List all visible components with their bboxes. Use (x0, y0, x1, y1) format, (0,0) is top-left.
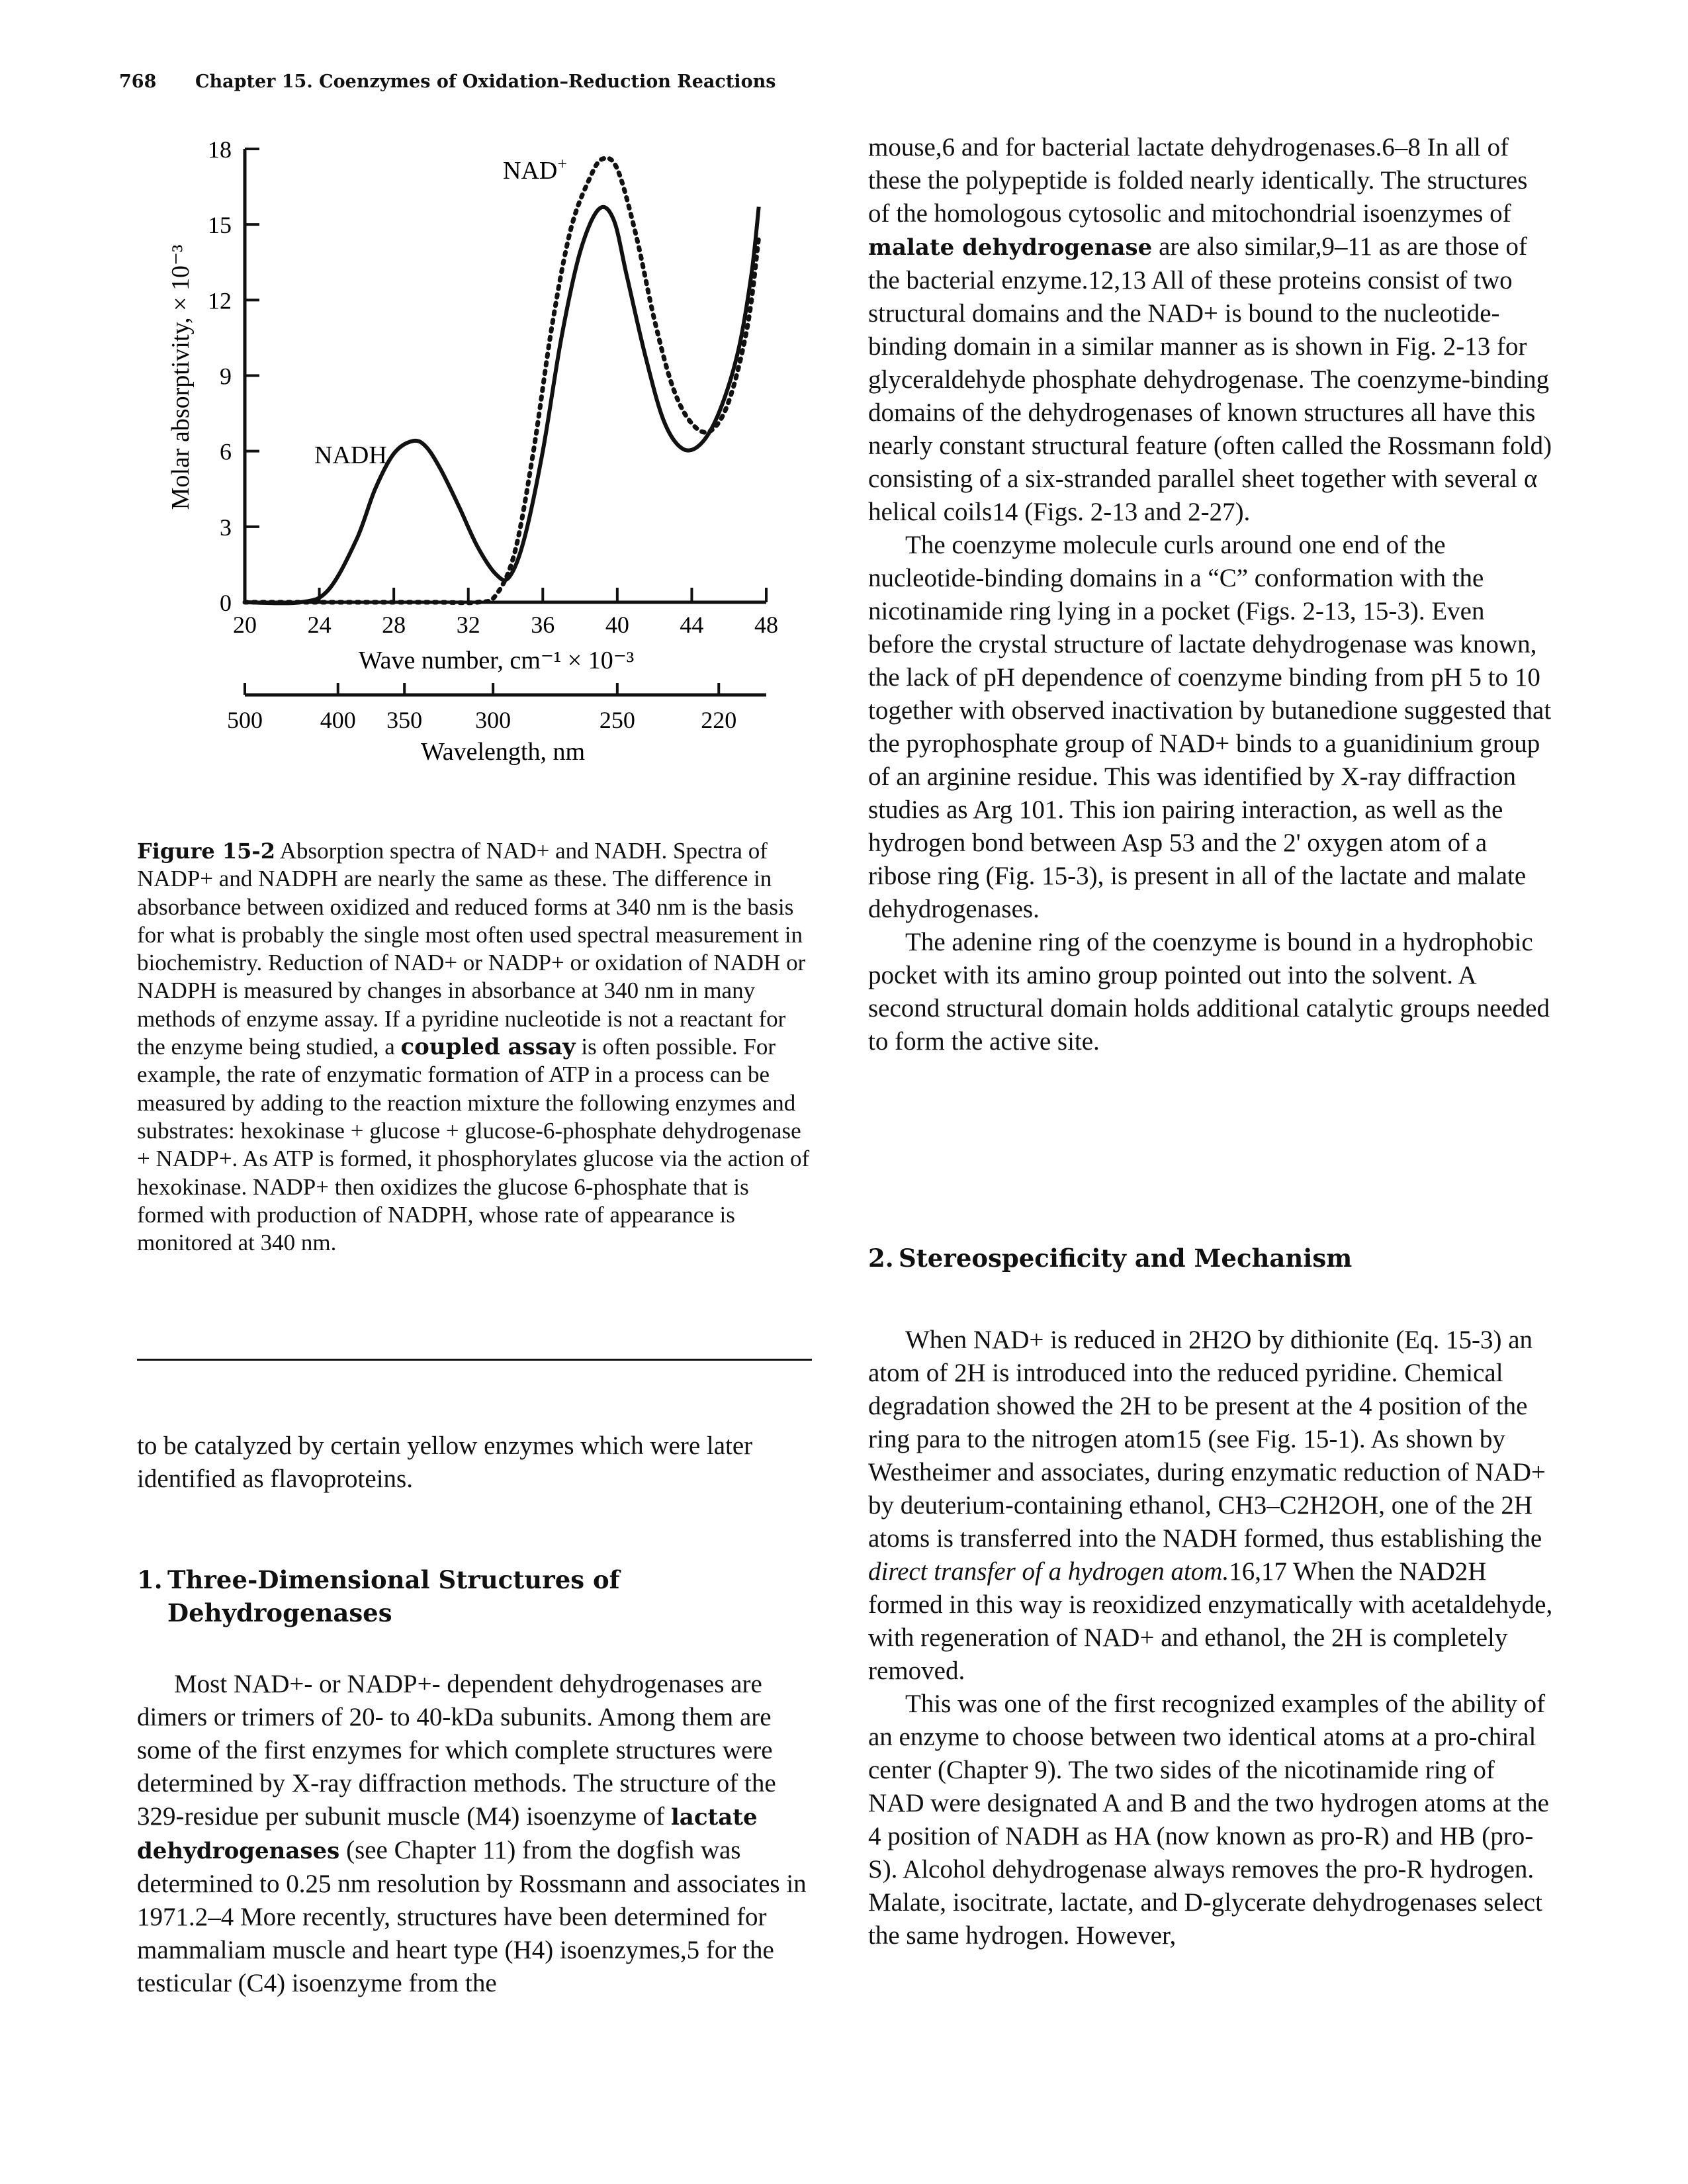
x-tick-label: 24 (308, 612, 332, 638)
wavelength-tick-label: 400 (320, 707, 356, 733)
caption-bold-term: coupled assay (400, 1034, 576, 1061)
y-tick-label: 9 (220, 363, 232, 390)
page-number: 768 (119, 71, 157, 92)
chart-axes (243, 149, 766, 604)
right-para5: This was one of the first recognized exa… (868, 1690, 1549, 1950)
y-tick-label: 18 (208, 136, 232, 163)
section-2-title: Stereospecificity and Mechanism (899, 1244, 1353, 1273)
right-column-bottom: When NAD+ is reduced in 2H2O by dithioni… (868, 1324, 1553, 1952)
figure-caption: Figure 15-2 Absorption spectra of NAD+ a… (137, 837, 812, 1257)
section-2-number: 2. (868, 1244, 894, 1273)
section-1-heading: 1.Three-Dimensional Structures of Dehydr… (137, 1563, 812, 1629)
left-para1-text-1: Most NAD+- or NADP+- dependent dehydroge… (137, 1670, 776, 1831)
continuation-paragraph: to be catalyzed by certain yellow enzyme… (137, 1432, 753, 1493)
right-para4-text-1: When NAD+ is reduced in 2H2O by dithioni… (868, 1326, 1546, 1553)
right-para4-italic: direct transfer of a hydrogen atom. (868, 1557, 1229, 1586)
section-1-title-line2: Dehydrogenases (167, 1598, 392, 1627)
left-para1-text-2: (see Chapter 11) from the dogfish was de… (137, 1836, 807, 1997)
wavelength-tick-label: 300 (475, 707, 511, 733)
x-tick-label: 36 (531, 612, 555, 638)
figure-divider (137, 1359, 812, 1361)
right-para3: The adenine ring of the coenzyme is boun… (868, 928, 1550, 1056)
wavelength-tick-label: 350 (386, 707, 422, 733)
figure-caption-label: Figure 15-2 (137, 839, 275, 864)
section-2-heading: 2.Stereospecificity and Mechanism (868, 1242, 1553, 1275)
right-para1-text-2: are also similar,9–11 as are those of th… (868, 232, 1552, 526)
y-tick-label: 12 (208, 287, 232, 314)
section-1-number: 1. (137, 1565, 163, 1594)
right-para4-text-2: 16,17 When the NAD2H formed in this way … (868, 1557, 1553, 1685)
section-1-title-line1: Three-Dimensional Structures of (167, 1565, 620, 1594)
wavelength-label: Wavelength, nm (421, 738, 585, 766)
x-tick-label: 48 (754, 612, 778, 638)
x-tick-label: 20 (233, 612, 257, 638)
caption-text-1: Absorption spectra of NAD+ and NADH. Spe… (137, 838, 806, 1060)
left-para1-bold: lactate dehydrogenases (137, 1804, 758, 1864)
running-title: Chapter 15. Coenzymes of Oxidation–Reduc… (195, 71, 776, 92)
wavelength-tick-label: 220 (701, 707, 736, 733)
wavelength-tick-label: 250 (600, 707, 635, 733)
wavelength-tick-label: 500 (227, 707, 263, 733)
left-continuation: to be catalyzed by certain yellow enzyme… (137, 1430, 812, 1496)
nadh-label: NADH (314, 441, 387, 469)
y-axis-label: Molar absorptivity, × 10⁻³ (167, 245, 195, 510)
right-para2: The coenzyme molecule curls around one e… (868, 531, 1552, 923)
running-header: 768 Chapter 15. Coenzymes of Oxidation–Re… (119, 71, 776, 92)
caption-text-2: is often possible. For example, the rate… (137, 1034, 810, 1256)
nadh-series-line (244, 205, 761, 606)
left-paragraph-1: Most NAD+- or NADP+- dependent dehydroge… (137, 1668, 812, 2000)
y-tick-label: 6 (220, 439, 232, 465)
right-column-top: mouse,6 and for bacterial lactate dehydr… (868, 131, 1553, 1058)
y-tick-label: 15 (208, 212, 232, 238)
nad-plus-label: NAD+ (503, 154, 567, 185)
x-tick-label: 44 (680, 612, 703, 638)
x-tick-label: 28 (382, 612, 406, 638)
y-tick-label: 3 (220, 514, 232, 541)
right-para1-bold: malate dehydrogenase (868, 234, 1153, 261)
x-tick-label: 40 (605, 612, 629, 638)
nad-plus-series-line (242, 156, 762, 606)
x-tick-label: 32 (457, 612, 480, 638)
y-tick-label: 0 (220, 590, 232, 616)
right-para1-text-1: mouse,6 and for bacterial lactate dehydr… (868, 133, 1528, 228)
x-axis-label: Wave number, cm⁻¹ × 10⁻³ (359, 647, 634, 674)
